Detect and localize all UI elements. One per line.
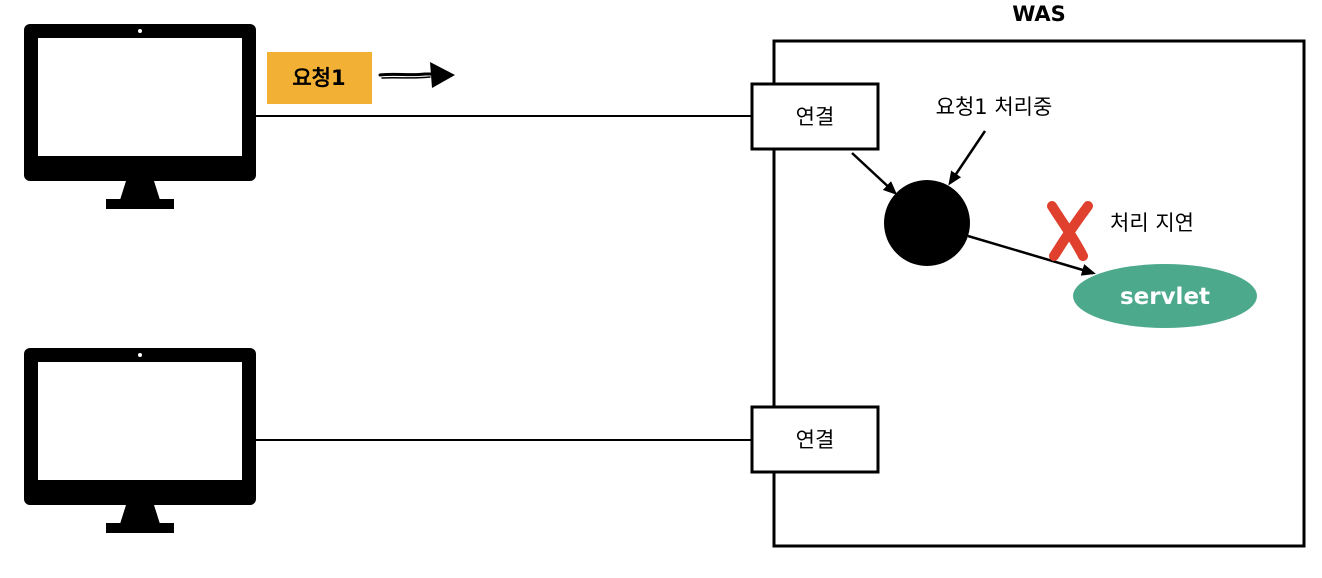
thread-circle [884, 180, 970, 266]
request-arrow [378, 62, 455, 88]
connection-box: 연결 [750, 82, 880, 151]
request-label: 요청1 [292, 66, 345, 90]
connection-box: 연결 [750, 405, 880, 474]
connection-to-thread-arrow [851, 152, 898, 196]
request-badge: 요청1 [267, 52, 372, 104]
servlet-label: servlet [1120, 284, 1210, 310]
delay-label: 처리 지연 [1110, 211, 1194, 235]
connection-label: 연결 [796, 428, 835, 452]
annotation-arrow [948, 130, 987, 186]
thread-to-servlet-arrow [967, 234, 1096, 276]
servlet-node: servlet [1073, 264, 1257, 328]
x-mark-icon [1047, 201, 1093, 261]
thread-annotation: 요청1 처리중 [936, 95, 1053, 119]
monitor-icon [24, 24, 256, 209]
was-title: WAS [1012, 2, 1066, 26]
connection-label: 연결 [796, 105, 835, 129]
was-box [772, 39, 1306, 548]
monitor-icon [24, 348, 256, 533]
